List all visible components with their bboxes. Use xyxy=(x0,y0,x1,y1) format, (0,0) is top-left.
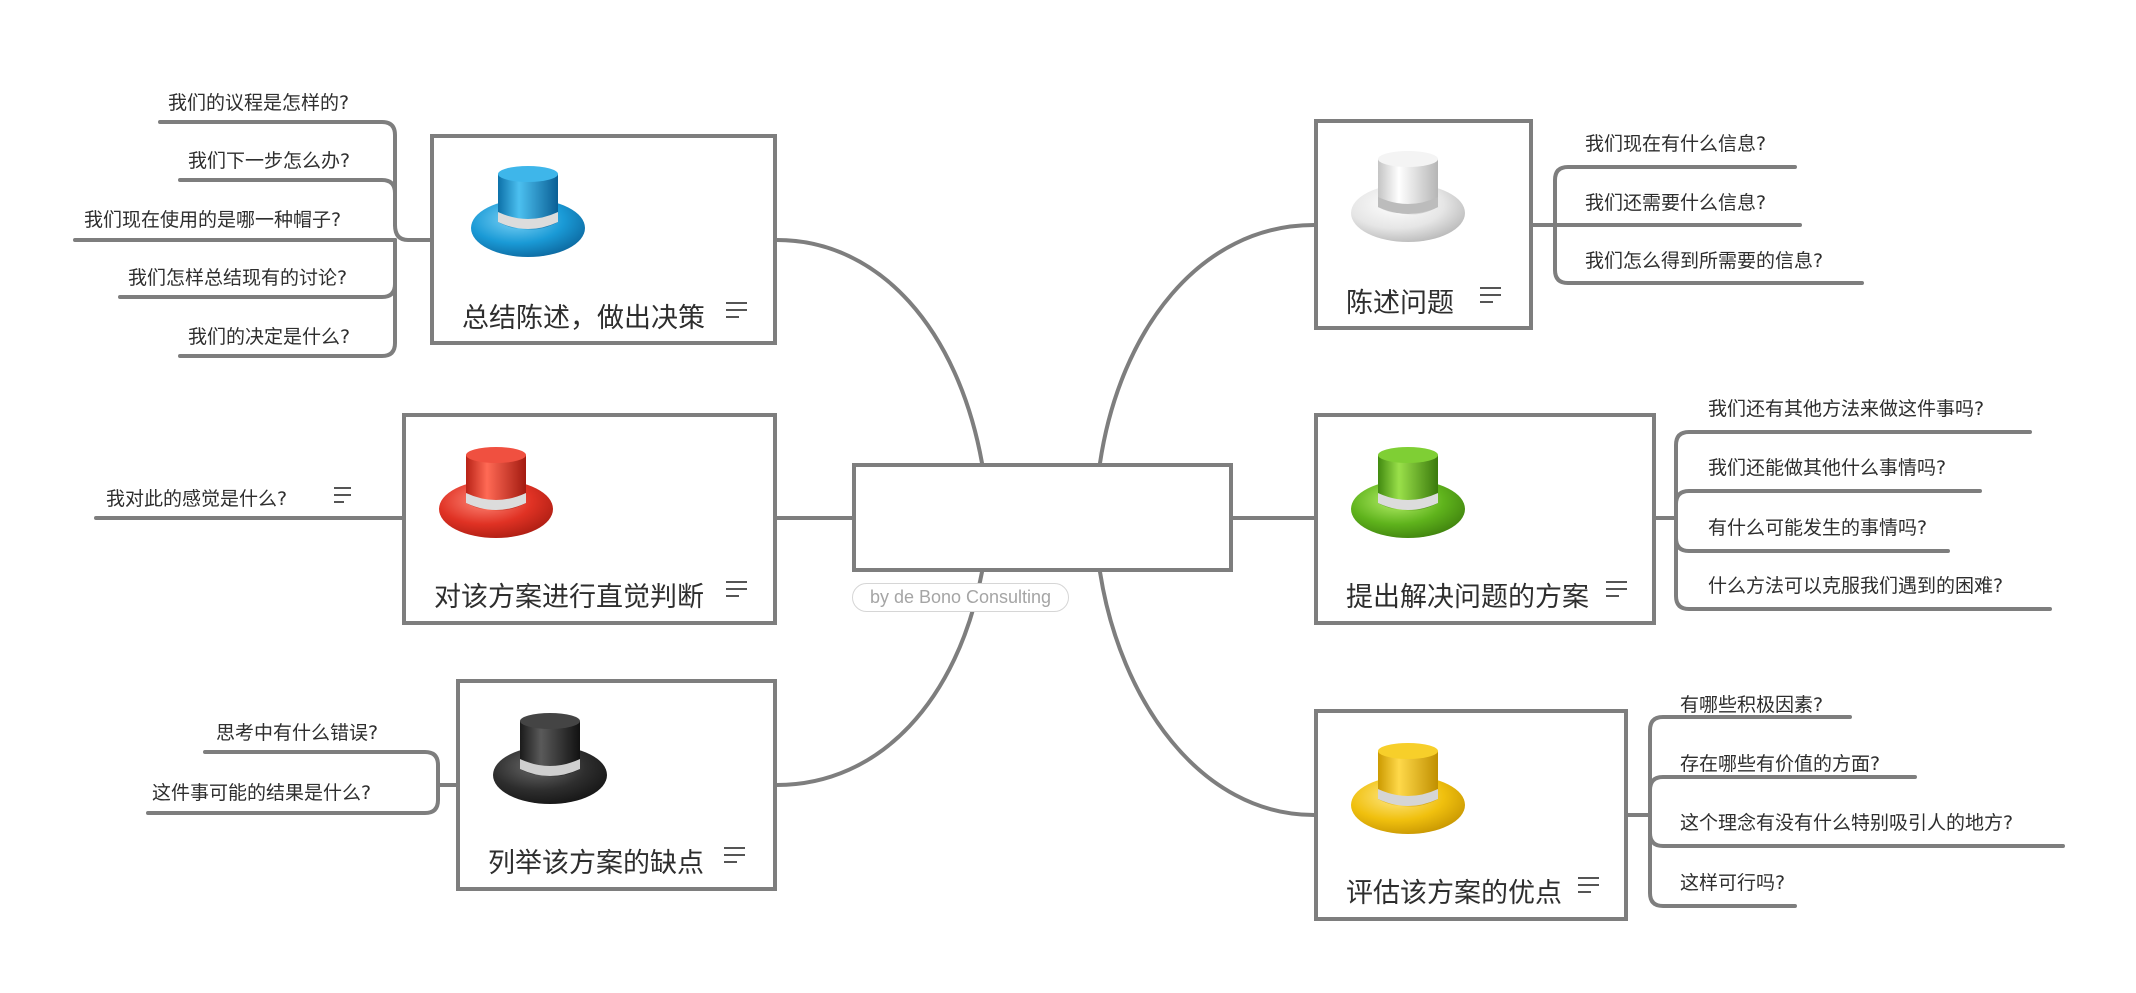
topic-red-hat[interactable]: 对该方案进行直觉判断 xyxy=(402,413,777,625)
question-yellow-2[interactable]: 存在哪些有价值的方面? xyxy=(1680,753,1881,775)
question-green-2[interactable]: 我们还能做其他什么事情吗? xyxy=(1708,457,1947,479)
note-icon[interactable] xyxy=(334,487,351,503)
question-blue-2[interactable]: 我们下一步怎么办? xyxy=(188,150,351,172)
question-blue-3[interactable]: 我们现在使用的是哪一种帽子? xyxy=(84,209,342,231)
white-hat-icon xyxy=(1351,151,1465,242)
note-icon[interactable] xyxy=(726,302,747,318)
question-yellow-3[interactable]: 这个理念有没有什么特别吸引人的地方? xyxy=(1680,812,2014,834)
question-black-2[interactable]: 这件事可能的结果是什么? xyxy=(152,782,372,804)
question-blue-1[interactable]: 我们的议程是怎样的? xyxy=(168,92,350,114)
topic-green-hat[interactable]: 提出解决问题的方案 xyxy=(1314,413,1656,625)
blue-hat-icon xyxy=(471,166,585,257)
central-topic[interactable] xyxy=(852,463,1233,572)
question-yellow-4[interactable]: 这样可行吗? xyxy=(1680,872,1786,894)
topic-yellow-title: 评估该方案的优点 xyxy=(1346,878,1562,909)
topic-white-hat[interactable]: 陈述问题 xyxy=(1314,119,1533,330)
question-white-1[interactable]: 我们现在有什么信息? xyxy=(1585,133,1767,155)
question-white-3[interactable]: 我们怎么得到所需要的信息? xyxy=(1585,250,1824,272)
topic-blue-hat[interactable]: 总结陈述，做出决策 xyxy=(430,134,777,345)
question-blue-4[interactable]: 我们怎样总结现有的讨论? xyxy=(128,267,348,289)
question-green-1[interactable]: 我们还有其他方法来做这件事吗? xyxy=(1708,398,1985,420)
black-hat-icon xyxy=(493,713,607,804)
question-green-4[interactable]: 什么方法可以克服我们遇到的困难? xyxy=(1708,575,2004,597)
topic-white-title: 陈述问题 xyxy=(1346,288,1454,319)
note-icon[interactable] xyxy=(1480,287,1501,303)
topic-red-title: 对该方案进行直觉判断 xyxy=(434,582,704,613)
topic-green-title: 提出解决问题的方案 xyxy=(1346,582,1589,613)
green-hat-icon xyxy=(1351,447,1465,538)
question-black-1[interactable]: 思考中有什么错误? xyxy=(216,722,379,744)
question-red-1[interactable]: 我对此的感觉是什么? xyxy=(106,488,288,510)
question-green-3[interactable]: 有什么可能发生的事情吗? xyxy=(1708,517,1928,539)
yellow-hat-icon xyxy=(1351,743,1465,834)
question-yellow-1[interactable]: 有哪些积极因素? xyxy=(1680,694,1824,716)
red-hat-icon xyxy=(439,447,553,538)
watermark-badge: by de Bono Consulting xyxy=(852,583,1069,612)
note-icon[interactable] xyxy=(726,581,747,597)
question-blue-5[interactable]: 我们的决定是什么? xyxy=(188,326,351,348)
note-icon[interactable] xyxy=(1606,581,1627,597)
topic-black-hat[interactable]: 列举该方案的缺点 xyxy=(456,679,777,891)
topic-black-title: 列举该方案的缺点 xyxy=(488,848,704,879)
note-icon[interactable] xyxy=(724,847,745,863)
topic-yellow-hat[interactable]: 评估该方案的优点 xyxy=(1314,709,1628,921)
note-icon[interactable] xyxy=(1578,877,1599,893)
question-white-2[interactable]: 我们还需要什么信息? xyxy=(1585,192,1767,214)
topic-blue-title: 总结陈述，做出决策 xyxy=(462,303,705,334)
